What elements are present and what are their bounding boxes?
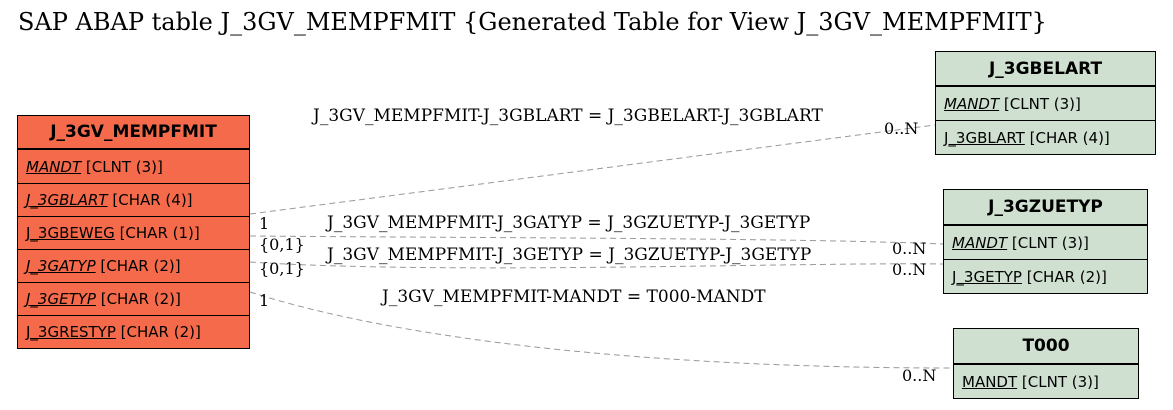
cardinality-from: {0,1} [259,259,305,278]
field-name: MANDT [944,94,1000,113]
field-name: J_3GATYP [26,257,96,275]
diagram-title: SAP ABAP table J_3GV_MEMPFMIT {Generated… [18,8,1047,36]
field-name: J_3GBLART [26,191,108,209]
relation-line-j3gbelart [249,124,936,215]
relation-line-j3getyp [249,261,944,269]
relation-label: J_3GV_MEMPFMIT-J_3GETYP = J_3GZUETYP-J_3… [327,245,812,265]
field-row: MANDT [CLNT (3)] [944,225,1147,259]
field-row: MANDT [CLNT (3)] [936,86,1155,120]
relation-line-j3gatyp [249,235,944,245]
cardinality-from: 1 [259,291,270,310]
field-type: [CLNT (3)] [1011,233,1089,252]
field-name: MANDT [962,372,1018,391]
field-row: MANDT [CLNT (3)] [18,149,249,183]
field-type: [CHAR (2)] [120,323,201,341]
cardinality-to: 0..N [884,119,919,138]
table-j3gzuetyp[interactable]: J_3GZUETYP MANDT [CLNT (3)] J_3GETYP [CH… [943,189,1148,294]
field-type: [CHAR (4)] [112,191,193,209]
table-header: J_3GZUETYP [944,190,1147,225]
field-type: [CHAR (2)] [1026,267,1107,286]
table-header: T000 [954,329,1138,364]
field-type: [CHAR (1)] [119,224,200,242]
cardinality-to: 0..N [902,366,937,385]
relation-label: J_3GV_MEMPFMIT-MANDT = T000-MANDT [382,287,766,307]
table-header: J_3GBELART [936,52,1155,86]
field-row: J_3GBEWEG [CHAR (1)] [18,216,249,249]
field-name: MANDT [26,157,82,176]
field-type: [CLNT (3)] [85,157,163,176]
field-row: J_3GETYP [CHAR (2)] [944,259,1147,293]
field-name: J_3GETYP [26,290,96,308]
field-row: J_3GATYP [CHAR (2)] [18,249,249,282]
field-row: J_3GBLART [CHAR (4)] [18,183,249,216]
cardinality-from: 1 [259,214,270,233]
field-type: [CLNT (3)] [1021,372,1099,391]
cardinality-to: 0..N [892,260,927,279]
field-name: J_3GRESTYP [26,323,116,341]
field-name: J_3GBLART [944,128,1025,147]
table-j3gbelart[interactable]: J_3GBELART MANDT [CLNT (3)] J_3GBLART [C… [935,51,1156,155]
table-j3gv-mempfmit[interactable]: J_3GV_MEMPFMIT MANDT [CLNT (3)] J_3GBLAR… [17,115,250,349]
table-header: J_3GV_MEMPFMIT [18,116,249,149]
relation-label: J_3GV_MEMPFMIT-J_3GBLART = J_3GBELART-J_… [313,106,823,126]
field-name: J_3GBEWEG [26,224,115,242]
field-type: [CLNT (3)] [1003,94,1081,113]
relation-line-t000 [249,291,954,369]
field-type: [CHAR (2)] [100,290,181,308]
field-row: MANDT [CLNT (3)] [954,364,1138,398]
cardinality-to: 0..N [892,239,927,258]
field-type: [CHAR (2)] [100,257,181,275]
field-row: J_3GBLART [CHAR (4)] [936,120,1155,154]
cardinality-from: {0,1} [259,235,305,254]
field-type: [CHAR (4)] [1029,128,1110,147]
field-row: J_3GETYP [CHAR (2)] [18,282,249,315]
field-name: J_3GETYP [952,267,1022,286]
table-t000[interactable]: T000 MANDT [CLNT (3)] [953,328,1139,399]
field-row: J_3GRESTYP [CHAR (2)] [18,315,249,348]
field-name: MANDT [952,233,1008,252]
relation-label: J_3GV_MEMPFMIT-J_3GATYP = J_3GZUETYP-J_3… [327,213,811,233]
